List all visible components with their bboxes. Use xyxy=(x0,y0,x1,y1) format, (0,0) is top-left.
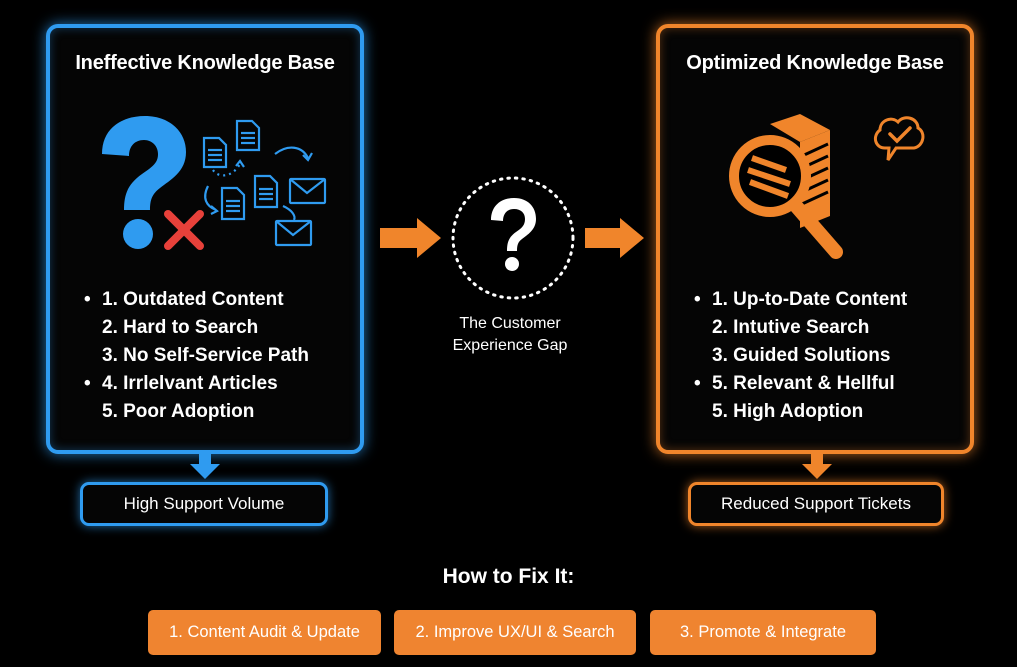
gap-label-line: The Customer xyxy=(459,315,561,332)
fix-step-content-audit: 1. Content Audit & Update xyxy=(148,610,381,655)
list-item: 5. High Adoption xyxy=(712,401,864,422)
right-arrow-icon xyxy=(380,218,441,258)
gap-graphic xyxy=(380,176,644,300)
benefit-list: 1. Up-to-Date Content 2. Intutive Search… xyxy=(690,286,907,426)
curved-arrow-icon xyxy=(204,146,313,221)
chat-check-icon xyxy=(873,116,925,161)
list-item: 5. Relevant & Hellful xyxy=(690,370,907,398)
problem-list: 1. Outdated Content 2. Hard to Search 3.… xyxy=(80,286,309,426)
down-arrow-icon xyxy=(190,452,220,479)
list-item: 4. Irrlelvant Articles xyxy=(80,370,309,398)
gap-label: The Customer Experience Gap xyxy=(375,313,645,357)
red-x-icon xyxy=(164,210,204,250)
magnifier-icon xyxy=(729,135,843,259)
customer-experience-gap: The Customer Experience Gap xyxy=(375,170,645,370)
ineffective-kb-panel: Ineffective Knowledge Base 1. Outdated C… xyxy=(46,24,364,454)
document-icon xyxy=(202,136,228,169)
list-item: 2. Intutive Search xyxy=(712,317,870,338)
panel-title: Optimized Knowledge Base xyxy=(686,52,944,74)
gap-label-line: Experience Gap xyxy=(452,337,568,354)
list-item: 1. Outdated Content xyxy=(80,286,309,314)
document-icon xyxy=(253,174,279,209)
document-icon xyxy=(235,119,261,152)
outcome-reduced-support-tickets: Reduced Support Tickets xyxy=(688,482,944,526)
dotted-circle xyxy=(451,176,575,300)
fix-step-promote-integrate: 3. Promote & Integrate xyxy=(650,610,876,655)
optimized-kb-panel: Optimized Knowledge Base 1. Up-to-Date C… xyxy=(656,24,974,454)
right-arrow-icon xyxy=(585,218,644,258)
list-item: 1. Up-to-Date Content xyxy=(690,286,907,314)
question-mark-icon xyxy=(102,116,186,249)
envelope-icon xyxy=(288,177,327,205)
outcome-high-support-volume: High Support Volume xyxy=(80,482,328,526)
fix-title: How to Fix It: xyxy=(442,565,575,588)
list-item: 2. Hard to Search xyxy=(102,317,259,338)
document-stack-icon xyxy=(770,114,830,228)
list-item: 5. Poor Adoption xyxy=(102,401,255,422)
list-item: 3. Guided Solutions xyxy=(712,345,891,366)
question-mark-icon xyxy=(491,198,536,271)
down-arrow-icon xyxy=(802,452,832,479)
optimized-kb-illustration xyxy=(729,114,925,259)
envelope-icon xyxy=(274,219,313,247)
fix-step-improve-ux: 2. Improve UX/UI & Search xyxy=(394,610,636,655)
ineffective-kb-illustration xyxy=(102,116,327,250)
document-icon xyxy=(220,186,246,221)
list-item: 3. No Self-Service Path xyxy=(102,345,309,366)
panel-title: Ineffective Knowledge Base xyxy=(75,52,335,74)
